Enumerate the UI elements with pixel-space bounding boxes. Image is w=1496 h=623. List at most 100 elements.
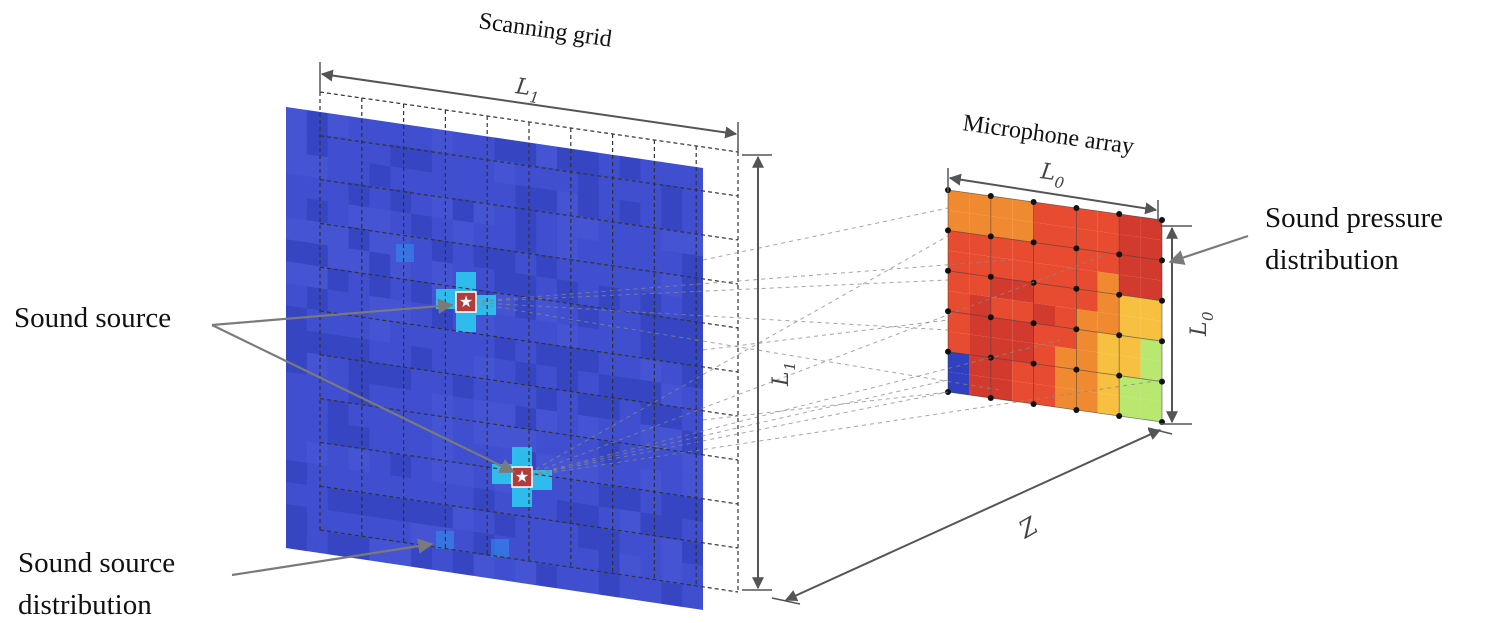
source-texture-cell bbox=[473, 531, 495, 557]
source-texture-cell bbox=[515, 184, 537, 210]
pressure-cell bbox=[990, 276, 1013, 300]
source-texture-cell bbox=[494, 247, 516, 273]
source-texture-cell bbox=[661, 559, 683, 585]
source-texture-cell bbox=[682, 341, 703, 367]
source-texture-cell bbox=[515, 140, 537, 166]
source-texture-cell bbox=[286, 129, 307, 155]
source-texture-cell bbox=[598, 528, 620, 554]
svg-text:★: ★ bbox=[459, 292, 473, 311]
scan-grid-horizontal-line bbox=[319, 529, 739, 593]
pressure-cell bbox=[1097, 372, 1120, 396]
source-texture-cell bbox=[494, 159, 516, 185]
source-texture-cell bbox=[536, 408, 557, 434]
source-texture-cell bbox=[557, 190, 578, 216]
projection-line bbox=[521, 391, 949, 478]
pressure-cell bbox=[969, 273, 991, 297]
pressure-cell bbox=[990, 256, 1013, 280]
source-texture-cell bbox=[390, 144, 412, 170]
source-texture-cell bbox=[286, 327, 307, 353]
svg-text:L: L bbox=[769, 371, 794, 387]
microphone-dot bbox=[987, 233, 994, 240]
source-texture-cell bbox=[491, 539, 509, 557]
pressure-cell bbox=[1033, 363, 1055, 387]
source-texture-cell bbox=[494, 402, 516, 428]
pressure-cell bbox=[969, 314, 991, 338]
microphone-dot bbox=[945, 227, 951, 234]
source-texture-cell bbox=[348, 358, 370, 384]
svg-text:L: L bbox=[1187, 321, 1212, 337]
pressure-cell bbox=[948, 250, 970, 274]
microphone-dot bbox=[987, 273, 994, 280]
source-texture-cell bbox=[661, 581, 683, 607]
source-texture-cell bbox=[640, 291, 662, 317]
dimension-L1-side bbox=[742, 154, 772, 591]
microphone-dot bbox=[1159, 297, 1165, 304]
pressure-cell bbox=[1097, 251, 1120, 275]
pressure-cell bbox=[969, 193, 991, 217]
microphone-dot bbox=[1030, 320, 1037, 327]
source-texture-cell bbox=[557, 235, 578, 261]
source-texture-cell bbox=[557, 279, 578, 305]
pressure-cell bbox=[1097, 231, 1120, 255]
microphone-dot bbox=[1030, 360, 1037, 367]
microphone-dot bbox=[1116, 291, 1123, 298]
pressure-cell bbox=[1055, 285, 1077, 309]
source-texture-cell bbox=[306, 286, 328, 312]
pressure-cell bbox=[1097, 291, 1120, 315]
source-hotspot-cell bbox=[456, 312, 476, 332]
pressure-cell bbox=[1033, 262, 1055, 286]
mic-grid-line bbox=[947, 230, 1163, 261]
Z-label: Z bbox=[1013, 511, 1043, 545]
mic-grid-line bbox=[947, 270, 1163, 302]
source-texture-cell bbox=[515, 206, 537, 232]
microphone-dot bbox=[1073, 285, 1080, 292]
source-texture-cell bbox=[577, 216, 599, 242]
source-texture-cell bbox=[348, 182, 370, 208]
source-texture-cell bbox=[577, 171, 599, 197]
sound-pressure-label-line2: distribution bbox=[1265, 244, 1399, 276]
source-texture-cell bbox=[286, 526, 307, 552]
source-texture-cell bbox=[640, 401, 662, 427]
microphone-dot bbox=[945, 348, 951, 355]
pressure-cell bbox=[1055, 205, 1077, 229]
pressure-cell bbox=[948, 210, 970, 234]
source-texture-cell bbox=[286, 217, 307, 243]
source-texture-cell bbox=[494, 137, 516, 163]
arrow-sound-pressure bbox=[1168, 234, 1249, 265]
pressure-cell bbox=[1140, 277, 1162, 301]
pressure-cell bbox=[1033, 242, 1055, 266]
source-hotspot-cell bbox=[456, 272, 476, 292]
pressure-cell bbox=[1012, 320, 1034, 344]
microphone-dot bbox=[945, 308, 951, 315]
source-texture-cell bbox=[577, 503, 599, 529]
pressure-cell bbox=[1076, 248, 1098, 272]
source-texture-cell bbox=[494, 292, 516, 318]
pressure-cell bbox=[1033, 282, 1055, 306]
pressure-cell bbox=[1119, 395, 1141, 419]
pressure-cell bbox=[969, 253, 991, 277]
pressure-cell bbox=[1076, 268, 1098, 292]
pressure-cell bbox=[1076, 349, 1098, 373]
pressure-cell bbox=[1012, 199, 1034, 223]
source-texture-cell bbox=[661, 427, 683, 453]
pressure-cell bbox=[1076, 369, 1098, 393]
source-texture-cell bbox=[682, 297, 703, 323]
sound-source-marker-2: ★ bbox=[511, 466, 533, 488]
pressure-cell bbox=[1119, 294, 1141, 318]
source-texture-cell bbox=[452, 506, 474, 532]
source-texture-cell bbox=[306, 330, 328, 356]
source-texture-cell bbox=[682, 430, 703, 456]
source-texture-cell bbox=[431, 393, 453, 419]
source-texture-cell bbox=[619, 155, 641, 181]
projection-line bbox=[521, 235, 949, 478]
microphone-dot bbox=[1030, 199, 1037, 205]
source-texture-cell bbox=[536, 143, 557, 169]
pressure-cell bbox=[990, 196, 1013, 220]
pressure-cell bbox=[1076, 208, 1098, 232]
pressure-cell bbox=[990, 357, 1013, 381]
source-texture-cell bbox=[369, 361, 391, 387]
microphone-array-title: Microphone array bbox=[961, 110, 1136, 160]
pressure-cell bbox=[1012, 219, 1034, 243]
source-texture-cell bbox=[411, 147, 432, 173]
L0-top-label: L 0 bbox=[1038, 159, 1066, 192]
